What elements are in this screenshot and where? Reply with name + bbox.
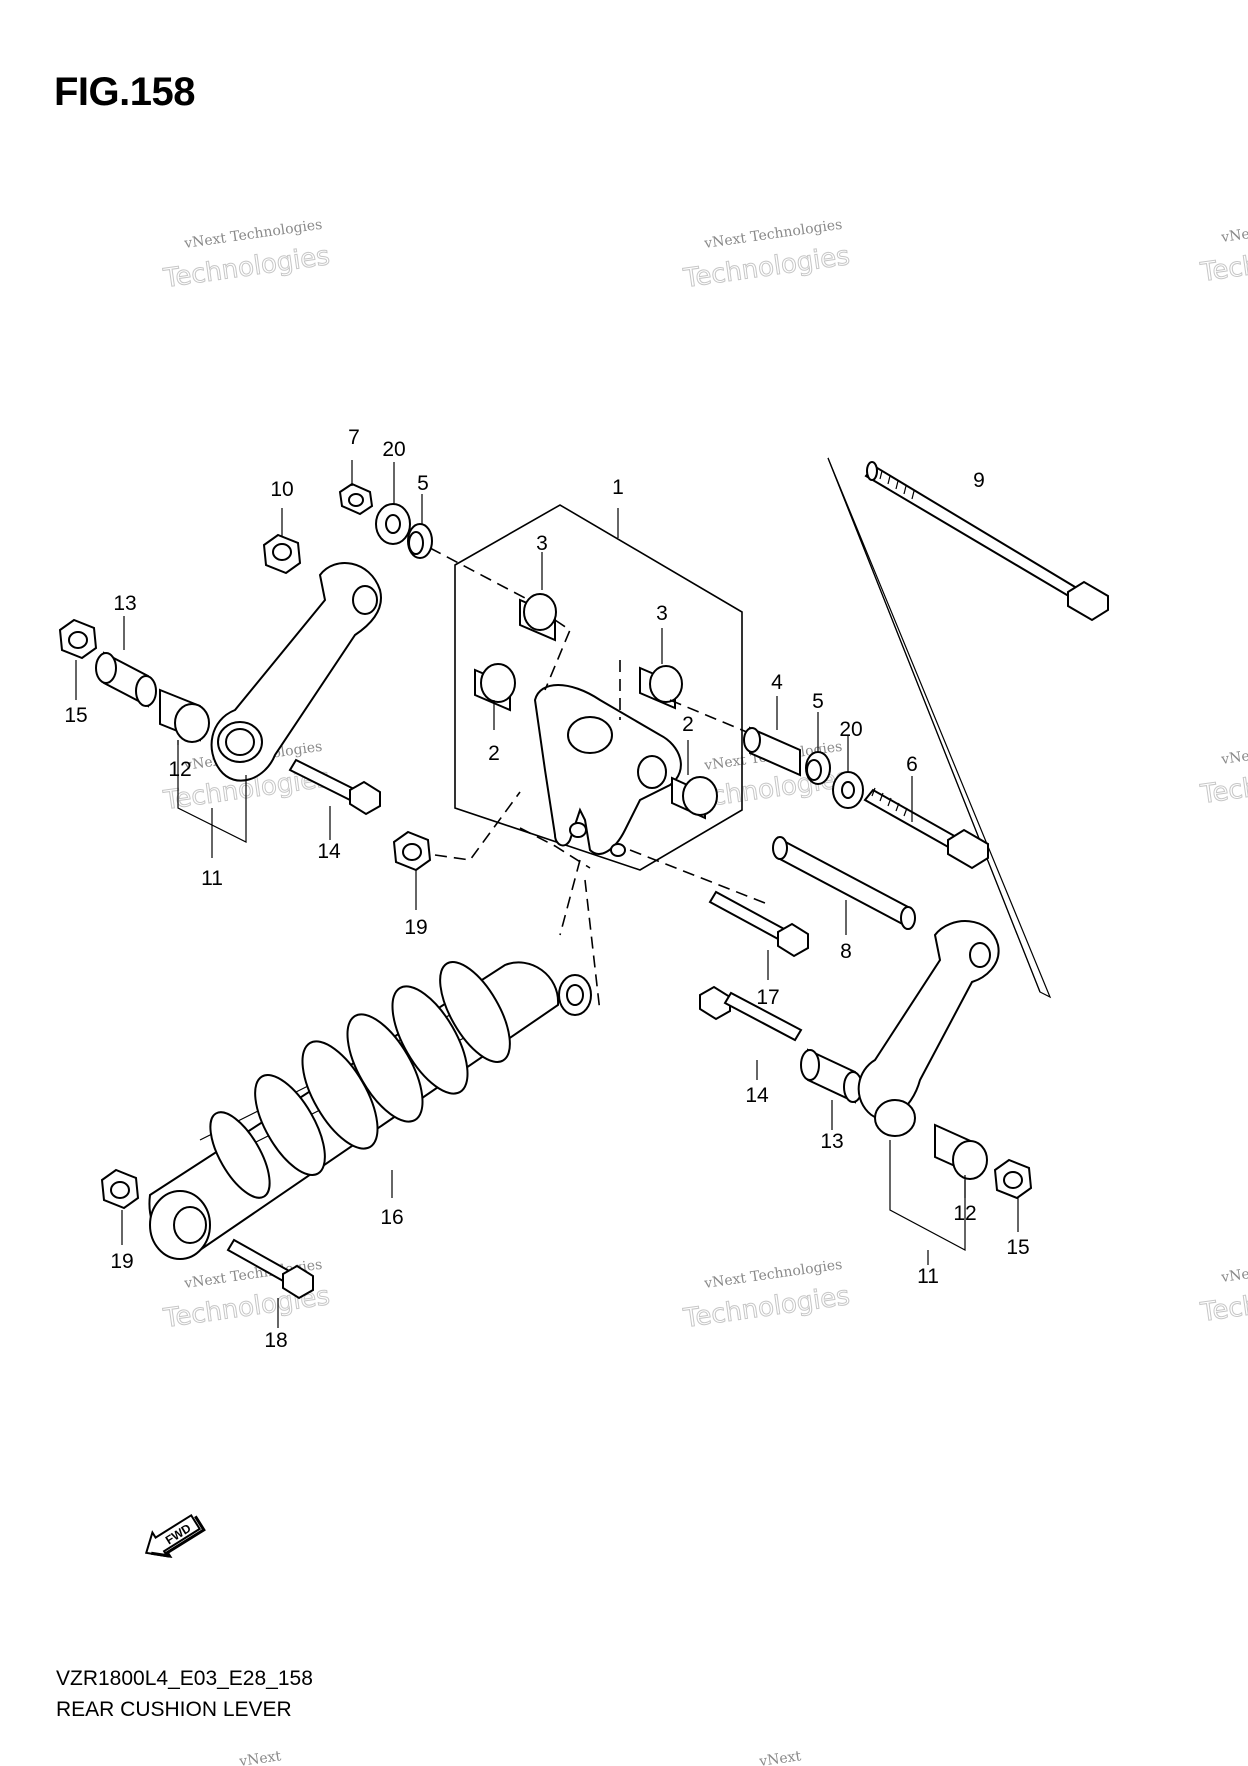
callout-3: 3 <box>656 602 668 625</box>
callout-7: 7 <box>348 426 360 449</box>
nut-part-19-upper <box>392 830 432 872</box>
callout-15: 15 <box>64 704 87 727</box>
washer-part-20-right <box>832 771 864 809</box>
callout-18: 18 <box>264 1329 287 1352</box>
spacer-part-13-right <box>800 1048 863 1104</box>
watermark-text: vNext Technologies <box>1219 1251 1248 1286</box>
callout-2: 2 <box>682 713 694 736</box>
callout-12: 12 <box>168 758 191 781</box>
callout-19: 19 <box>404 916 427 939</box>
watermark-group: vNext Technologies Technologies vNext Te… <box>161 211 1248 1766</box>
shock-absorber-part-16 <box>148 961 592 1260</box>
callout-20: 20 <box>382 438 405 461</box>
callout-20: 20 <box>839 718 862 741</box>
needle-bearing-part-12-left <box>159 688 210 743</box>
callout-2: 2 <box>488 742 500 765</box>
callout-4: 4 <box>771 671 783 694</box>
callout-13: 13 <box>820 1130 843 1153</box>
callout-11: 11 <box>917 1265 939 1288</box>
callout-leader-lines <box>75 460 1019 1328</box>
callout-10: 10 <box>270 478 293 501</box>
callout-5: 5 <box>812 690 824 713</box>
callout-15: 15 <box>1006 1236 1029 1259</box>
callout-6: 6 <box>906 753 918 776</box>
nut-part-10 <box>262 533 302 575</box>
bolt-part-6 <box>863 787 989 870</box>
long-bolt-part-9 <box>864 461 1109 622</box>
bolt-part-14-right <box>699 985 803 1042</box>
cushion-rod-part-11-right <box>857 920 1000 1137</box>
bolt-part-18 <box>226 1238 314 1300</box>
callout-11: 11 <box>201 867 223 890</box>
callout-13: 13 <box>113 592 136 615</box>
callout-12: 12 <box>953 1202 976 1225</box>
forward-direction-arrow-icon: FWD <box>144 1513 206 1558</box>
needle-bearing-part-2 <box>474 663 516 712</box>
figure-title: FIG.158 <box>54 70 196 114</box>
diagram-name: REAR CUSHION LEVER <box>56 1698 292 1721</box>
cushion-rod-part-11-left <box>210 562 382 782</box>
washer-part-20 <box>375 503 411 545</box>
callout-8: 8 <box>840 940 852 963</box>
watermark-text: vNext <box>757 1748 802 1766</box>
needle-bearing-part-3 <box>639 665 683 710</box>
callout-14: 14 <box>317 840 341 863</box>
callout-14: 14 <box>745 1084 769 1107</box>
watermark-text: vNext Technologies <box>1219 733 1248 768</box>
bolt-part-17 <box>708 890 809 958</box>
needle-bearing-part-3 <box>519 593 557 642</box>
nut-part-15-right <box>993 1158 1033 1200</box>
spacer-part-4 <box>743 726 801 777</box>
callout-17: 17 <box>756 986 779 1009</box>
spacer-part-13-left <box>95 651 157 708</box>
nut-part-19-lower <box>100 1168 140 1210</box>
callout-16: 16 <box>380 1206 403 1229</box>
watermark-text: vNext <box>237 1748 282 1766</box>
dust-seal-part-5 <box>407 523 433 559</box>
callout-numbers: 1 3 3 2 2 4 5 20 6 9 7 20 5 10 13 15 12 … <box>64 426 1029 1352</box>
callout-9: 9 <box>973 469 985 492</box>
watermark-text: vNext Technologies <box>1219 211 1248 246</box>
group-bracket-11-right <box>889 1140 966 1251</box>
nut-part-7 <box>338 482 374 516</box>
diagram-code: VZR1800L4_E03_E28_158 <box>56 1667 313 1690</box>
needle-bearing-part-12-right <box>934 1123 988 1180</box>
callout-1: 1 <box>612 476 624 499</box>
dust-seal-part-5-right <box>805 751 831 785</box>
assembly-phantom-line <box>519 827 591 869</box>
callout-3: 3 <box>536 532 548 555</box>
pipe-part-8 <box>772 836 916 930</box>
lever-assembly-outline <box>454 504 743 871</box>
needle-bearing-part-2 <box>671 776 718 820</box>
bolt-part-14-left <box>288 758 381 816</box>
callout-19: 19 <box>110 1250 133 1273</box>
rear-cushion-lever-part-1 <box>533 684 682 857</box>
callout-5: 5 <box>417 472 429 495</box>
bracket-line <box>827 457 1041 993</box>
assembly-dash-lines <box>429 547 791 1013</box>
nut-part-15-left <box>58 618 98 660</box>
